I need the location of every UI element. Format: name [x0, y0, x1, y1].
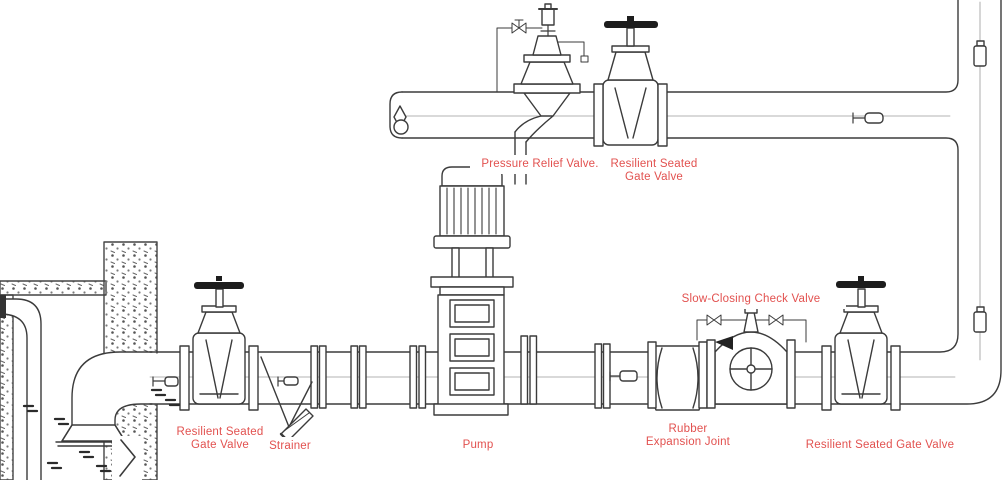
- label-gate-valve-top: Resilient Seated Gate Valve: [600, 155, 708, 187]
- air-valve-icon: [852, 40, 987, 333]
- label-gate-valve-left: Resilient Seated Gate Valve: [164, 423, 276, 455]
- label-gate-valve-right: Resilient Seated Gate Valve: [790, 436, 970, 455]
- pressure-relief-valve-symbol: [496, 3, 589, 185]
- drain-cock-icon: [609, 370, 638, 382]
- pipe-flanges: [310, 343, 611, 409]
- expansion-joint-symbol: [647, 341, 708, 411]
- check-valve-symbol: [696, 295, 807, 409]
- label-expansion-joint: Rubber Expansion Joint: [628, 420, 748, 452]
- label-pump: Pump: [448, 436, 508, 455]
- well-inlet-pipe: [0, 295, 42, 480]
- label-pressure-relief-valve: Pressure Relief Valve.: [470, 155, 610, 174]
- gate-valve-left-symbol: [152, 276, 259, 411]
- label-check-valve: Slow-Closing Check Valve: [656, 290, 846, 309]
- pipe-break-symbol: [112, 436, 142, 480]
- label-strainer: Strainer: [256, 437, 324, 456]
- gate-valve-right-symbol: [821, 276, 901, 411]
- pump-symbol: [409, 166, 538, 416]
- gate-valve-top-symbol: [593, 16, 668, 147]
- water-level-marks: [22, 388, 181, 473]
